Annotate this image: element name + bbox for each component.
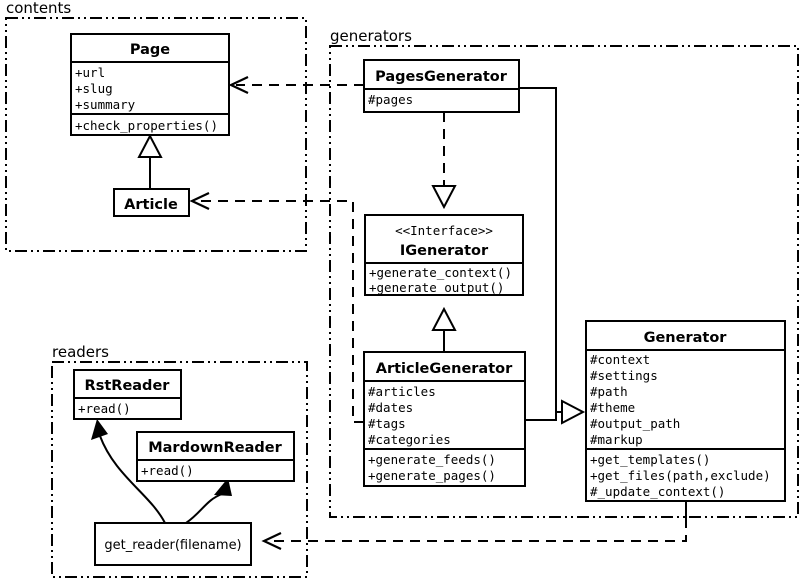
class-mardown-reader-operation: +read() — [141, 463, 194, 478]
class-generator-operation: +get_templates() — [590, 452, 710, 467]
relationship-generator-uses-get_reader — [261, 501, 687, 550]
class-pages-generator[interactable]: PagesGenerator #pages — [363, 59, 520, 113]
class-article-box — [113, 188, 190, 217]
class-article-generator-attribute: #categories — [368, 432, 451, 447]
relationship-articlegenerator-uses-article — [189, 192, 364, 423]
class-article-generator-box — [363, 351, 526, 487]
package-generators-border — [329, 45, 799, 518]
class-article-generator-attribute: #dates — [368, 400, 413, 415]
association-curve — [185, 493, 223, 524]
package-contents: contents — [5, 0, 307, 252]
filled-arrow-head — [214, 478, 232, 496]
function-get-reader[interactable]: get_reader(filename) — [94, 522, 252, 566]
class-page-box — [70, 33, 230, 136]
class-article-generator-operation: +generate_feeds() — [368, 452, 496, 467]
class-article-generator-name: ArticleGenerator — [376, 361, 513, 377]
class-generator-attribute: #markup — [590, 432, 643, 447]
class-rst-reader-box — [73, 369, 182, 420]
class-article[interactable]: Article — [113, 188, 190, 217]
open-arrow-head — [261, 532, 282, 550]
class-page-attribute: +url — [75, 65, 105, 80]
package-contents-border — [5, 17, 307, 252]
open-arrow-head — [228, 76, 249, 94]
class-generator[interactable]: Generator #context #settings #path #them… — [585, 320, 786, 524]
hollow-triangle-head — [561, 399, 586, 425]
pagesgenerator-generalization-shaft — [519, 87, 557, 412]
relationship-get_reader-creates-rstreader — [91, 419, 166, 524]
class-page[interactable]: Page +url +slug +summary +check_properti… — [70, 33, 230, 136]
class-pages-generator-attribute: #pages — [368, 92, 413, 107]
class-generator-attribute: #context — [590, 352, 650, 367]
class-article-name: Article — [124, 197, 178, 213]
class-igenerator-stereotype: <<Interface>> — [395, 223, 493, 238]
class-page-operation: +check_properties() — [75, 118, 218, 133]
relationship-article-inherits-page — [137, 133, 163, 190]
package-readers-border — [51, 361, 308, 578]
function-get-reader-box — [94, 522, 252, 566]
dependency-shaft — [269, 501, 687, 542]
relationship-articlegenerator-realizes-igenerator — [431, 306, 457, 352]
package-contents-label: contents — [6, 0, 71, 17]
hollow-triangle-head — [431, 306, 457, 331]
class-pages-generator-box — [363, 59, 520, 113]
relationship-generators-inherit-generator — [519, 87, 586, 425]
class-igenerator-operation: +generate_output() — [369, 280, 504, 295]
hollow-triangle-head — [431, 185, 457, 210]
class-page-attribute: +summary — [75, 97, 136, 112]
class-igenerator[interactable]: <<Interface>> IGenerator +generate_conte… — [364, 214, 524, 296]
association-curve — [99, 435, 166, 524]
class-generator-attribute: #theme — [590, 400, 635, 415]
articlegenerator-generalization-shaft — [525, 412, 557, 421]
package-generators-label: generators — [330, 27, 412, 45]
open-arrow-head — [189, 192, 210, 210]
class-igenerator-name: IGenerator — [400, 243, 489, 259]
relationship-pagesgenerator-uses-page — [228, 76, 364, 94]
class-rst-reader[interactable]: RstReader +read() — [73, 369, 182, 420]
package-generators: generators — [329, 27, 799, 518]
filled-arrow-head — [91, 419, 108, 440]
package-readers: readers — [51, 343, 308, 578]
class-rst-reader-operation: +read() — [78, 401, 131, 416]
class-article-generator-attribute: #articles — [368, 384, 436, 399]
class-article-generator-attribute: #tags — [368, 416, 406, 431]
class-igenerator-box — [364, 214, 524, 296]
class-generator-attribute: #output_path — [590, 416, 680, 431]
hollow-triangle-head — [137, 133, 163, 158]
function-get-reader-label: get_reader(filename) — [104, 538, 241, 553]
class-mardown-reader-name: MardownReader — [148, 440, 282, 456]
class-article-generator-operation: +generate_pages() — [368, 468, 496, 483]
class-igenerator-operation: +generate_context() — [369, 265, 512, 280]
class-generator-operation: #_update_context() — [590, 484, 725, 499]
dependency-shaft — [197, 200, 364, 423]
class-rst-reader-name: RstReader — [85, 378, 171, 394]
class-generator-attribute: #path — [590, 384, 628, 399]
class-generator-operation: +get_files(path,exclude) — [590, 468, 771, 483]
class-pages-generator-name: PagesGenerator — [375, 69, 508, 85]
package-readers-label: readers — [52, 343, 109, 361]
class-page-attribute: +slug — [75, 81, 113, 96]
class-mardown-reader-box — [136, 431, 295, 482]
class-mardown-reader[interactable]: MardownReader +read() — [136, 431, 295, 482]
relationship-get_reader-creates-mardownreader — [185, 478, 232, 524]
relationship-pagesgenerator-realizes-igenerator — [431, 112, 457, 210]
class-generator-name: Generator — [644, 330, 728, 346]
class-generator-attribute: #settings — [590, 368, 658, 383]
class-page-name: Page — [130, 42, 170, 58]
class-article-generator[interactable]: ArticleGenerator #articles #dates #tags … — [363, 351, 526, 487]
